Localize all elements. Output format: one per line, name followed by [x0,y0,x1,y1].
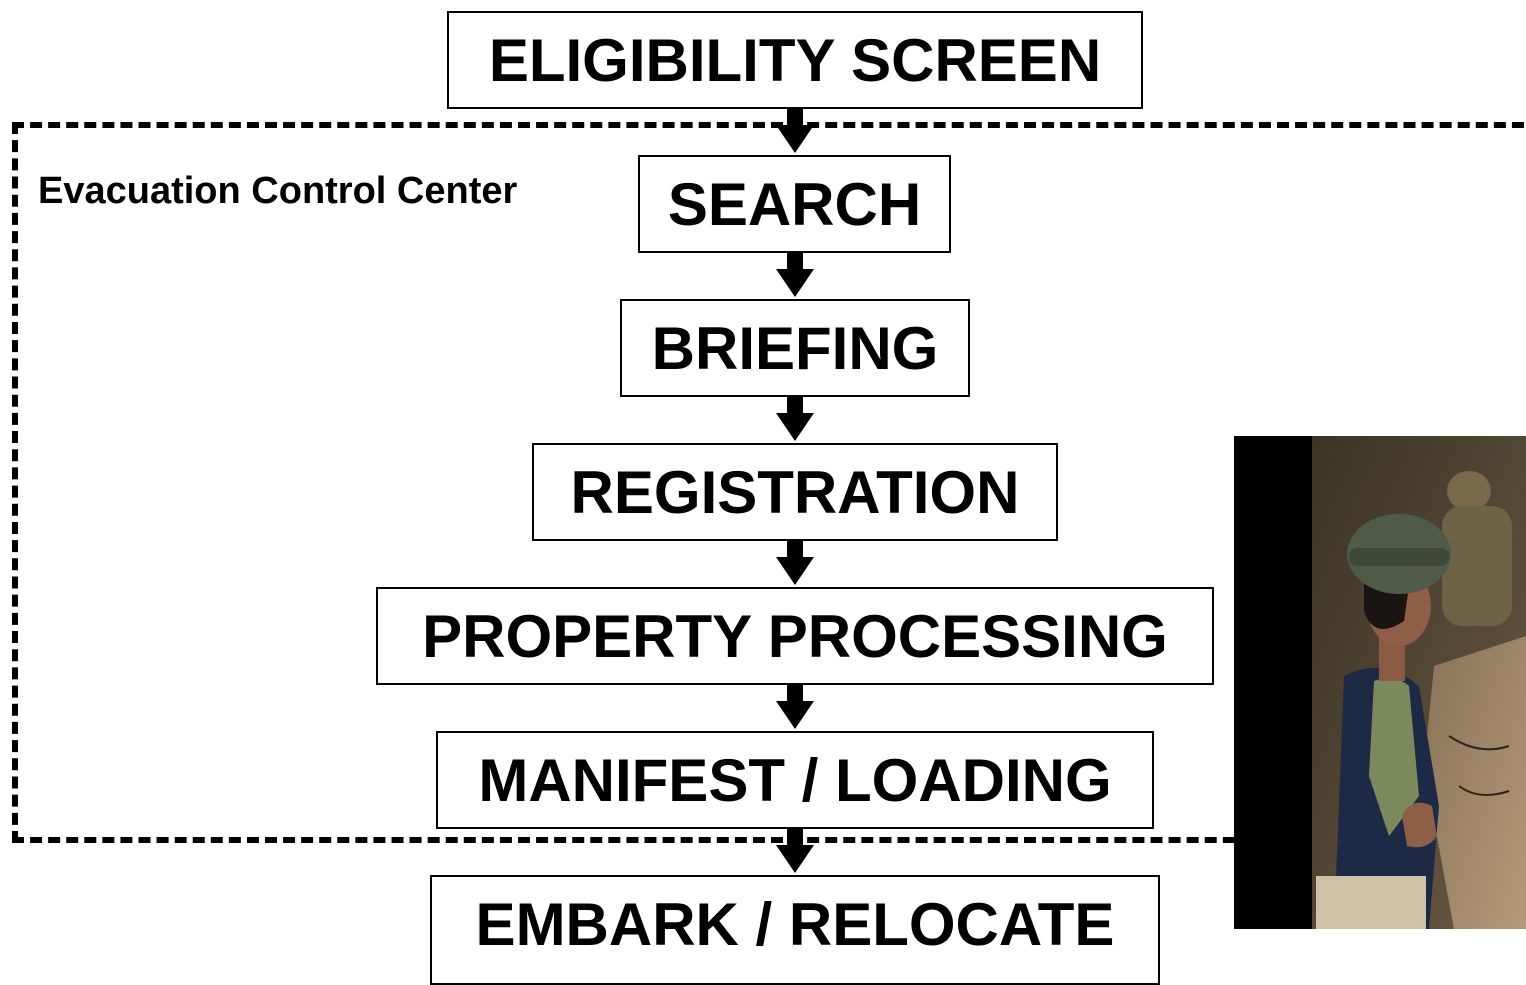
step-registration: REGISTRATION [532,443,1058,541]
step-property-processing: PROPERTY PROCESSING [376,587,1214,685]
step-embark-relocate: EMBARK / RELOCATE [430,875,1160,985]
evacuation-control-center-boundary [12,122,1526,843]
step-search: SEARCH [638,155,951,253]
region-label: Evacuation Control Center [38,170,518,212]
step-eligibility-screen: ELIGIBILITY SCREEN [447,11,1143,109]
step-manifest-loading: MANIFEST / LOADING [436,731,1154,829]
photo-illustration [1234,436,1526,929]
step-briefing: BRIEFING [620,299,970,397]
evacuee-photo [1234,436,1526,929]
